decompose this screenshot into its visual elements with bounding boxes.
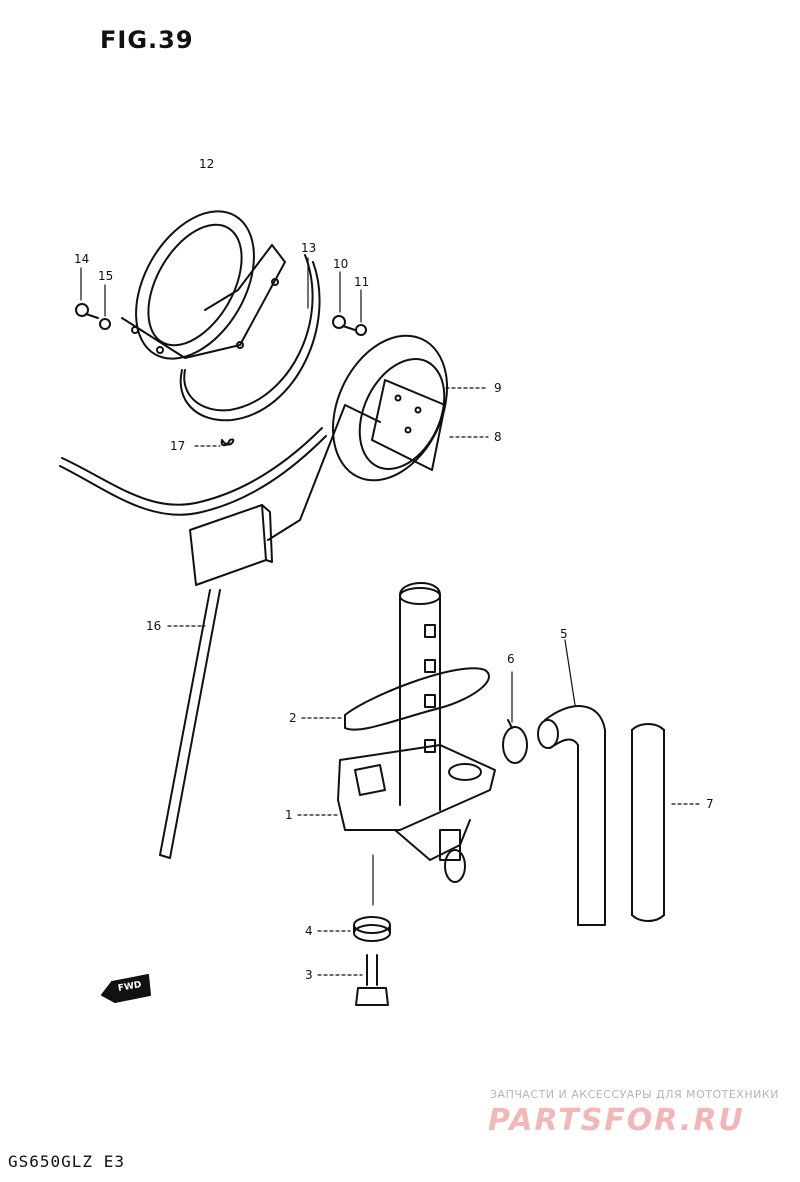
- part-2-oring: [344, 667, 490, 731]
- part-10-screw: [332, 315, 356, 331]
- callout-5: 5: [560, 627, 568, 641]
- part-13-gasket: [179, 254, 321, 422]
- watermark-subtitle: ЗАПЧАСТИ И АКСЕССУАРЫ ДЛЯ МОТОТЕХНИКИ: [490, 1088, 779, 1101]
- callout-6: 6: [507, 652, 515, 666]
- callout-1: 1: [285, 808, 293, 822]
- part-1-fuel-cock: [337, 582, 496, 883]
- callout-4: 4: [305, 924, 313, 938]
- part-14-screw: [75, 303, 99, 319]
- part-4-washer: [353, 916, 391, 942]
- callout-15: 15: [98, 269, 114, 283]
- model-code: GS650GLZ E3: [8, 1152, 125, 1171]
- callout-12: 12: [199, 157, 215, 171]
- callout-10: 10: [333, 257, 349, 271]
- figure-title: FIG.39: [100, 26, 194, 54]
- part-16-float: [159, 504, 273, 859]
- part-12-ring: [121, 210, 286, 360]
- callout-16: 16: [146, 619, 162, 633]
- watermark-logo-part2: FOR.RU: [604, 1103, 745, 1138]
- harness-cable: [61, 427, 323, 506]
- part-7-spring: [631, 723, 665, 922]
- callout-9: 9: [494, 381, 502, 395]
- part-11-washer: [355, 324, 367, 336]
- fwd-arrow-icon: [101, 974, 151, 1003]
- harness-cable-outer: [59, 435, 327, 516]
- watermark-logo: PARTSFOR.RU: [488, 1103, 745, 1138]
- part-5-hose: [537, 705, 606, 926]
- callout-14: 14: [74, 252, 90, 266]
- callout-2: 2: [289, 711, 297, 725]
- callout-8: 8: [494, 430, 502, 444]
- callout-11: 11: [354, 275, 370, 289]
- watermark-logo-part1: PARTS: [488, 1103, 605, 1138]
- callout-13: 13: [301, 241, 317, 255]
- callout-3: 3: [305, 968, 313, 982]
- float-arm: [267, 404, 381, 541]
- part-6-clip: [502, 719, 528, 764]
- part-8-gauge-unit: [331, 334, 449, 482]
- part-3-bolt: [355, 954, 389, 1006]
- callout-17: 17: [170, 439, 186, 453]
- part-15-washer: [99, 318, 111, 330]
- leader-5: [564, 639, 576, 706]
- callout-7: 7: [706, 797, 714, 811]
- part-17-clamp: [220, 438, 235, 447]
